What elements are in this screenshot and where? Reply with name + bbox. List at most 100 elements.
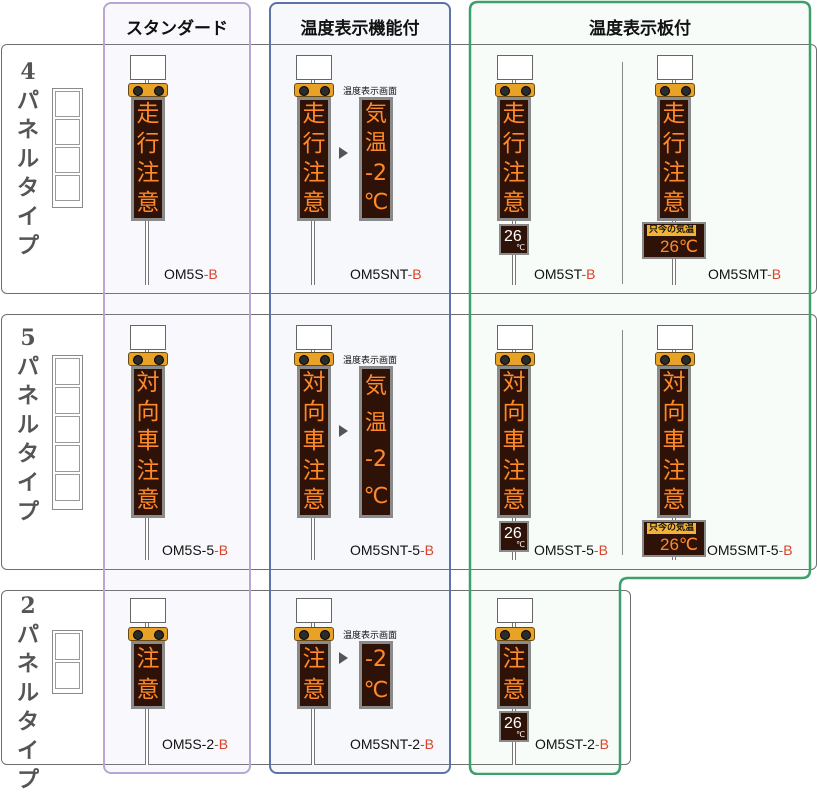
temp-wide-panel: 只今の気温 26℃ [642, 520, 706, 557]
board-char: 対 [136, 370, 160, 397]
temp-screen-label: 温度表示画面 [343, 356, 398, 366]
row-label-char: パ [16, 354, 39, 380]
board-char: 行 [662, 130, 686, 157]
row-label-char: ル [16, 412, 39, 438]
board-char: 注 [662, 160, 686, 187]
message-board: 走 行 注 意 [657, 97, 691, 221]
signboard-top-panel [296, 55, 332, 80]
temp-wide-label: 只今の気温 [647, 225, 697, 236]
temp-value: 26 [504, 228, 522, 245]
temp-small-panel: 26 ℃ [499, 224, 529, 255]
panel-icon-5 [52, 355, 83, 510]
temp-unit: ℃ [516, 540, 525, 549]
message-board: 対 向 車 注 意 [657, 366, 691, 518]
signboard-top-panel [296, 325, 332, 350]
board-char: 向 [302, 399, 326, 426]
board-char: 走 [502, 101, 526, 128]
board-char: 注 [136, 457, 160, 484]
warning-light-bar [655, 352, 695, 366]
board-char: 意 [662, 189, 686, 216]
warning-light-bar [495, 352, 535, 366]
row-label-char: ル [16, 680, 39, 706]
message-board: 対 向 車 注 意 [497, 366, 531, 518]
signboard-top-panel [657, 55, 693, 80]
temp-wide-panel: 只今の気温 26℃ [642, 222, 706, 259]
column-header-standard: スタンダード [126, 19, 228, 39]
board-char: 注 [136, 646, 160, 672]
temp-screen-char: ℃ [363, 483, 389, 509]
board-char: 意 [302, 189, 326, 216]
board-char: 行 [136, 130, 160, 157]
board-char: 対 [662, 370, 686, 397]
row-box-2-panel [1, 590, 631, 765]
arrow-right-icon [339, 425, 348, 437]
temp-small-panel: 26 ℃ [499, 711, 529, 742]
temp-wide-value: 26℃ [660, 237, 699, 256]
model-label: OM5SMT-B [708, 266, 782, 282]
warning-light-bar [294, 627, 334, 641]
board-char: 車 [662, 428, 686, 455]
warning-light-bar [128, 352, 168, 366]
column-header-temp-board: 温度表示板付 [589, 19, 691, 39]
row-label-char: ネ [16, 117, 39, 143]
board-char: 注 [136, 160, 160, 187]
board-char: 向 [502, 399, 526, 426]
temp-display-screen: 気 温 -2 ℃ [359, 366, 393, 518]
board-char: 対 [302, 370, 326, 397]
board-char: 注 [502, 160, 526, 187]
board-char: 行 [502, 130, 526, 157]
message-board: 注 意 [297, 641, 331, 709]
panel-icon-2 [52, 630, 83, 694]
row-label-char: プ [16, 233, 39, 259]
board-char: 車 [136, 428, 160, 455]
row-label-char: プ [16, 767, 39, 793]
warning-light-bar [128, 83, 168, 97]
row-label-char: パ [16, 88, 39, 114]
row-number: 2 [20, 593, 36, 619]
temp-screen-label: 温度表示画面 [343, 87, 398, 97]
temp-unit: ℃ [516, 243, 525, 252]
model-label: OM5ST-5-B [534, 542, 608, 558]
row-label-char: タ [16, 441, 39, 467]
row-label-char: イ [16, 204, 39, 230]
row-label-2-panel: 2 パ ネ ル タ イ プ [13, 592, 43, 795]
signboard-top-panel [497, 325, 533, 350]
message-board: 走 行 注 意 [297, 97, 331, 221]
temp-display-screen: 気 温 -2 ℃ [359, 97, 393, 221]
board-char: 意 [502, 189, 526, 216]
signboard-top-panel [130, 598, 166, 623]
model-label: OM5SNT-5-B [350, 542, 435, 558]
temp-screen-char: 温 [364, 410, 387, 436]
warning-light-bar [128, 627, 168, 641]
board-char: 注 [502, 457, 526, 484]
board-char: 注 [302, 160, 326, 187]
row-label-char: プ [16, 499, 39, 525]
temp-screen-char: -2 [365, 160, 387, 186]
signboard-top-panel [497, 598, 533, 623]
row-label-char: タ [16, 175, 39, 201]
warning-light-bar [294, 83, 334, 97]
signboard-top-panel [296, 598, 332, 623]
temp-screen-char: -2 [365, 447, 387, 473]
temp-wide-value: 26℃ [660, 535, 699, 554]
board-char: 意 [136, 486, 160, 513]
board-char: 注 [302, 646, 326, 672]
board-char: 注 [502, 646, 526, 672]
board-char: 意 [136, 189, 160, 216]
temp-screen-char: ℃ [363, 190, 389, 216]
signboard-top-panel [130, 325, 166, 350]
model-label: OM5SNT-B [350, 266, 422, 282]
divider-line [622, 330, 623, 555]
column-header-temp-function: 温度表示機能付 [300, 19, 420, 39]
row-label-char: パ [16, 622, 39, 648]
model-label: OM5ST-B [534, 266, 596, 282]
message-board: 対 向 車 注 意 [131, 366, 165, 518]
divider-line [622, 62, 623, 284]
row-label-char: ル [16, 146, 39, 172]
board-char: 向 [662, 399, 686, 426]
arrow-right-icon [339, 147, 348, 159]
warning-light-bar [294, 352, 334, 366]
temp-screen-char: 気 [364, 374, 387, 400]
message-board: 走 行 注 意 [131, 97, 165, 221]
temp-value: 26 [504, 525, 522, 542]
